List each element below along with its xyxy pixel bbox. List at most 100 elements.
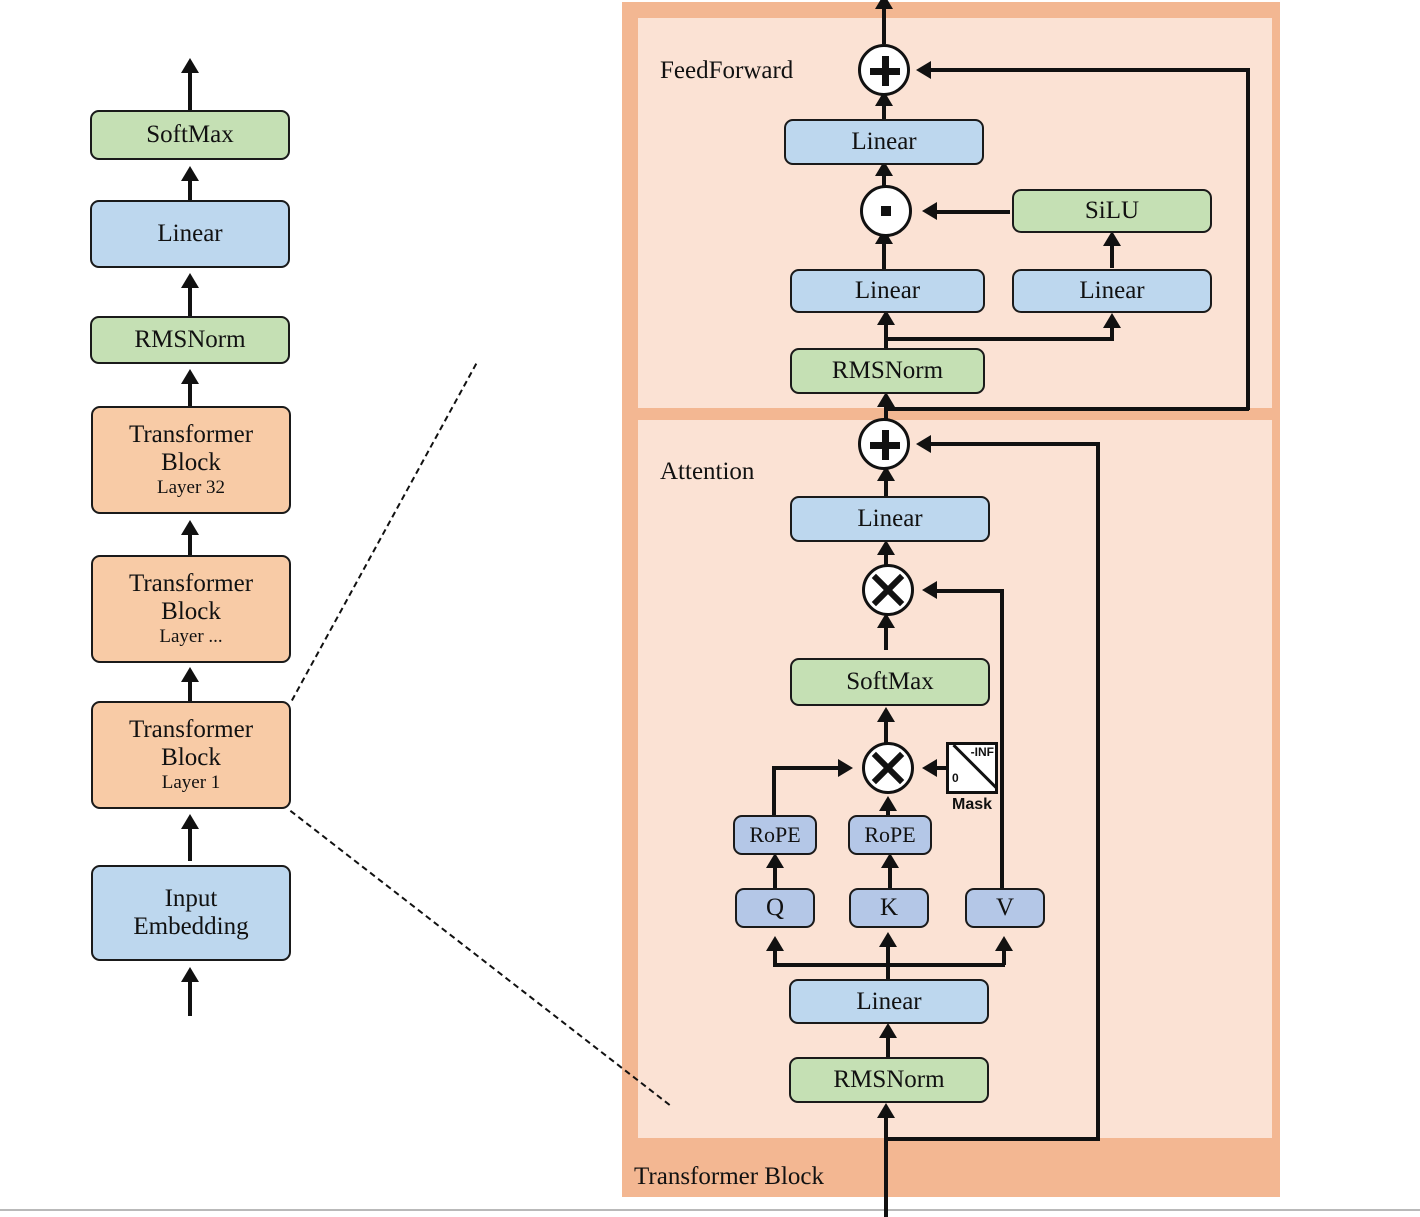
stack-node-block32-line2: Block (161, 449, 221, 477)
attn-v-to-matmul2-vertical (1000, 589, 1004, 889)
feedforward-linear-output[interactable]: Linear (784, 119, 984, 165)
ff-silu-label: SiLU (1084, 197, 1140, 224)
ff-residual-arrow-head (916, 61, 931, 79)
attn-rope-q-label: RoPE (749, 821, 801, 847)
attn-fanout-q-vertical (773, 945, 777, 965)
stack-node-embed-line1: Input (164, 885, 218, 912)
stack-node-linear-label: Linear (157, 220, 223, 247)
attn-rope-k-label: RoPE (864, 821, 916, 847)
attention-panel-label: Attention (660, 458, 755, 485)
feedforward-linear-up[interactable]: Linear (1012, 269, 1212, 313)
attention-rope-k[interactable]: RoPE (848, 815, 932, 855)
attn-v-label: V (995, 894, 1015, 921)
stack-node-blockdots-line1: Transformer (128, 570, 254, 598)
ff-output-shaft (882, 0, 886, 44)
attn-v-to-matmul2-arrow-head (922, 581, 937, 599)
attn-rmsnorm-to-linear-arrow-head (879, 1023, 897, 1038)
ff-output-arrow-head (875, 0, 893, 9)
stack-node-softmax[interactable]: SoftMax (90, 110, 290, 160)
attn-matmul1-to-softmax-shaft (884, 716, 888, 744)
stack-node-block32-sublabel: Layer 32 (156, 477, 226, 499)
attn-rmsnorm-label: RMSNorm (833, 1066, 945, 1093)
feedforward-elementwise-multiply-operator[interactable] (860, 185, 912, 237)
arrow-head-output (181, 58, 199, 73)
arrow-shaft-rmsnorm-in (188, 378, 192, 410)
ff-residual-vertical (1246, 68, 1250, 410)
mask-lower-value: 0 (952, 771, 959, 785)
stack-node-rmsnorm[interactable]: RMSNorm (90, 316, 290, 364)
callout-dashed-line-bottom (289, 810, 671, 1106)
attn-q-branch-vertical (772, 768, 776, 818)
attn-out-to-ff-arrow-head (877, 392, 895, 407)
attn-q-branch-horizontal (772, 766, 844, 770)
attn-rmsnorm-to-linear-shaft (886, 1032, 890, 1060)
attn-k-to-matmul1-arrow-head (879, 796, 897, 811)
attn-fanout-v-vertical (1002, 945, 1006, 965)
attention-mask-glyph[interactable]: -INF 0 Mask (946, 742, 998, 813)
attention-linear-input[interactable]: Linear (789, 979, 989, 1024)
ff-gate-to-dot-shaft (882, 240, 886, 270)
ff-linear-up-label: Linear (1079, 277, 1145, 304)
attn-matmul1-to-softmax-arrow-head (877, 707, 895, 722)
ff-up-to-silu-shaft (1110, 240, 1114, 268)
attention-rmsnorm[interactable]: RMSNorm (789, 1057, 989, 1103)
attention-matmul-scores-value-operator[interactable] (862, 564, 914, 616)
feedforward-add-operator[interactable] (858, 44, 910, 96)
attn-k-to-rope-arrow-head (881, 853, 899, 868)
attn-softmax-to-matmul2-shaft (884, 622, 888, 650)
stack-node-blockdots-line2: Block (161, 598, 221, 626)
ff-residual-horizontal (928, 68, 1250, 72)
attn-softmax-to-matmul2-arrow-head (877, 613, 895, 628)
stack-node-linear[interactable]: Linear (90, 200, 290, 268)
ff-linear-gate-label: Linear (854, 277, 921, 304)
ff-up-to-silu-arrow-head (1103, 231, 1121, 246)
arrow-head-embed-in (181, 967, 199, 982)
stack-node-block32-line1: Transformer (128, 421, 254, 449)
attention-key[interactable]: K (849, 888, 929, 928)
attn-fanout-q-arrow-head (766, 936, 784, 951)
ff-linear-out-label: Linear (851, 128, 917, 155)
attention-query[interactable]: Q (735, 888, 815, 928)
feedforward-rmsnorm[interactable]: RMSNorm (790, 348, 985, 394)
feedforward-linear-gate[interactable]: Linear (790, 269, 985, 313)
stack-node-block1-sublabel: Layer 1 (161, 772, 221, 794)
mask-caption: Mask (951, 796, 993, 813)
attn-mask-to-matmul1-shaft (932, 766, 952, 770)
attention-add-operator[interactable] (858, 418, 910, 470)
arrow-head-block32-in (181, 520, 199, 535)
arrow-head-rmsnorm-in (181, 369, 199, 384)
arrow-shaft-embed-in (188, 976, 192, 1016)
ff-dot-to-linear-shaft (882, 170, 886, 196)
attn-residual-vertical (1096, 442, 1100, 1140)
attention-softmax[interactable]: SoftMax (790, 658, 990, 706)
transformer-block-frame-label: Transformer Block (634, 1163, 825, 1190)
ff-silu-to-dot-arrow-head (922, 202, 937, 220)
attn-q-to-matmul1-arrow-head (838, 759, 853, 777)
stack-node-transformer-block-1[interactable]: Transformer Block Layer 1 (91, 701, 291, 809)
attention-linear-output[interactable]: Linear (790, 496, 990, 542)
attn-q-label: Q (765, 894, 785, 921)
attn-q-to-rope-shaft (773, 862, 777, 888)
attn-fanout-v-arrow-head (995, 936, 1013, 951)
ff-rmsnorm-to-gate-arrow-head (877, 310, 895, 325)
feedforward-silu[interactable]: SiLU (1012, 189, 1212, 233)
stack-node-transformer-block-dots[interactable]: Transformer Block Layer ... (91, 555, 291, 663)
stack-node-transformer-block-32[interactable]: Transformer Block Layer 32 (91, 406, 291, 514)
attn-q-to-rope-arrow-head (766, 853, 784, 868)
attention-rope-q[interactable]: RoPE (733, 815, 817, 855)
attn-v-to-matmul2-horizontal (932, 589, 1002, 593)
block-input-arrow-head (877, 1103, 895, 1118)
attn-softmax-label: SoftMax (846, 668, 934, 695)
arrow-head-linear-in (181, 273, 199, 288)
attn-residual-tap (884, 1137, 1100, 1141)
stack-node-rmsnorm-label: RMSNorm (134, 326, 246, 353)
stack-node-input-embedding[interactable]: Input Embedding (91, 865, 291, 961)
attn-fanout-k-arrow-head (879, 932, 897, 947)
attention-matmul-qk-operator[interactable] (862, 742, 914, 794)
attention-value[interactable]: V (965, 888, 1045, 928)
ff-rmsnorm-label: RMSNorm (831, 357, 944, 384)
attn-out-to-ff-shaft (884, 400, 888, 426)
arrow-head-blockdots-in (181, 667, 199, 682)
arrow-shaft-linear-in (188, 282, 192, 316)
